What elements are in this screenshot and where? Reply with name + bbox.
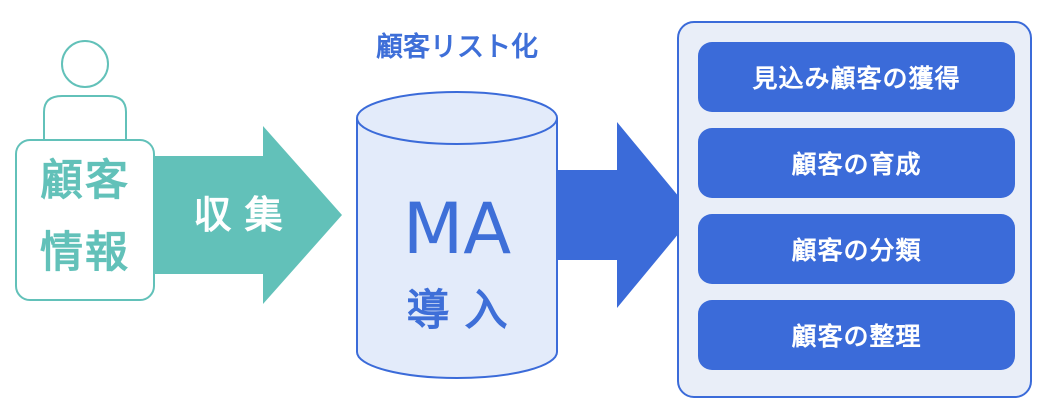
person-info-card [15,139,155,301]
person-label-line1: 顧客 [40,156,130,206]
person-head-icon [61,40,109,88]
person-shoulders-icon [43,95,127,140]
database-top [356,91,558,145]
result-item: 顧客の育成 [698,128,1015,198]
result-item: 顧客の分類 [698,214,1015,284]
collect-arrow-label: 収 集 [193,193,283,237]
result-item: 顧客の整理 [698,300,1015,370]
database-subtitle: 導 入 [406,286,508,336]
person-label-line2: 情報 [40,228,130,278]
output-arrow [557,122,694,308]
result-item: 見込み顧客の獲得 [698,42,1015,112]
database-body [356,118,558,379]
database-top-label: 顧客リスト化 [376,32,538,63]
collect-arrow [155,126,342,304]
database-title: MA [402,188,512,270]
